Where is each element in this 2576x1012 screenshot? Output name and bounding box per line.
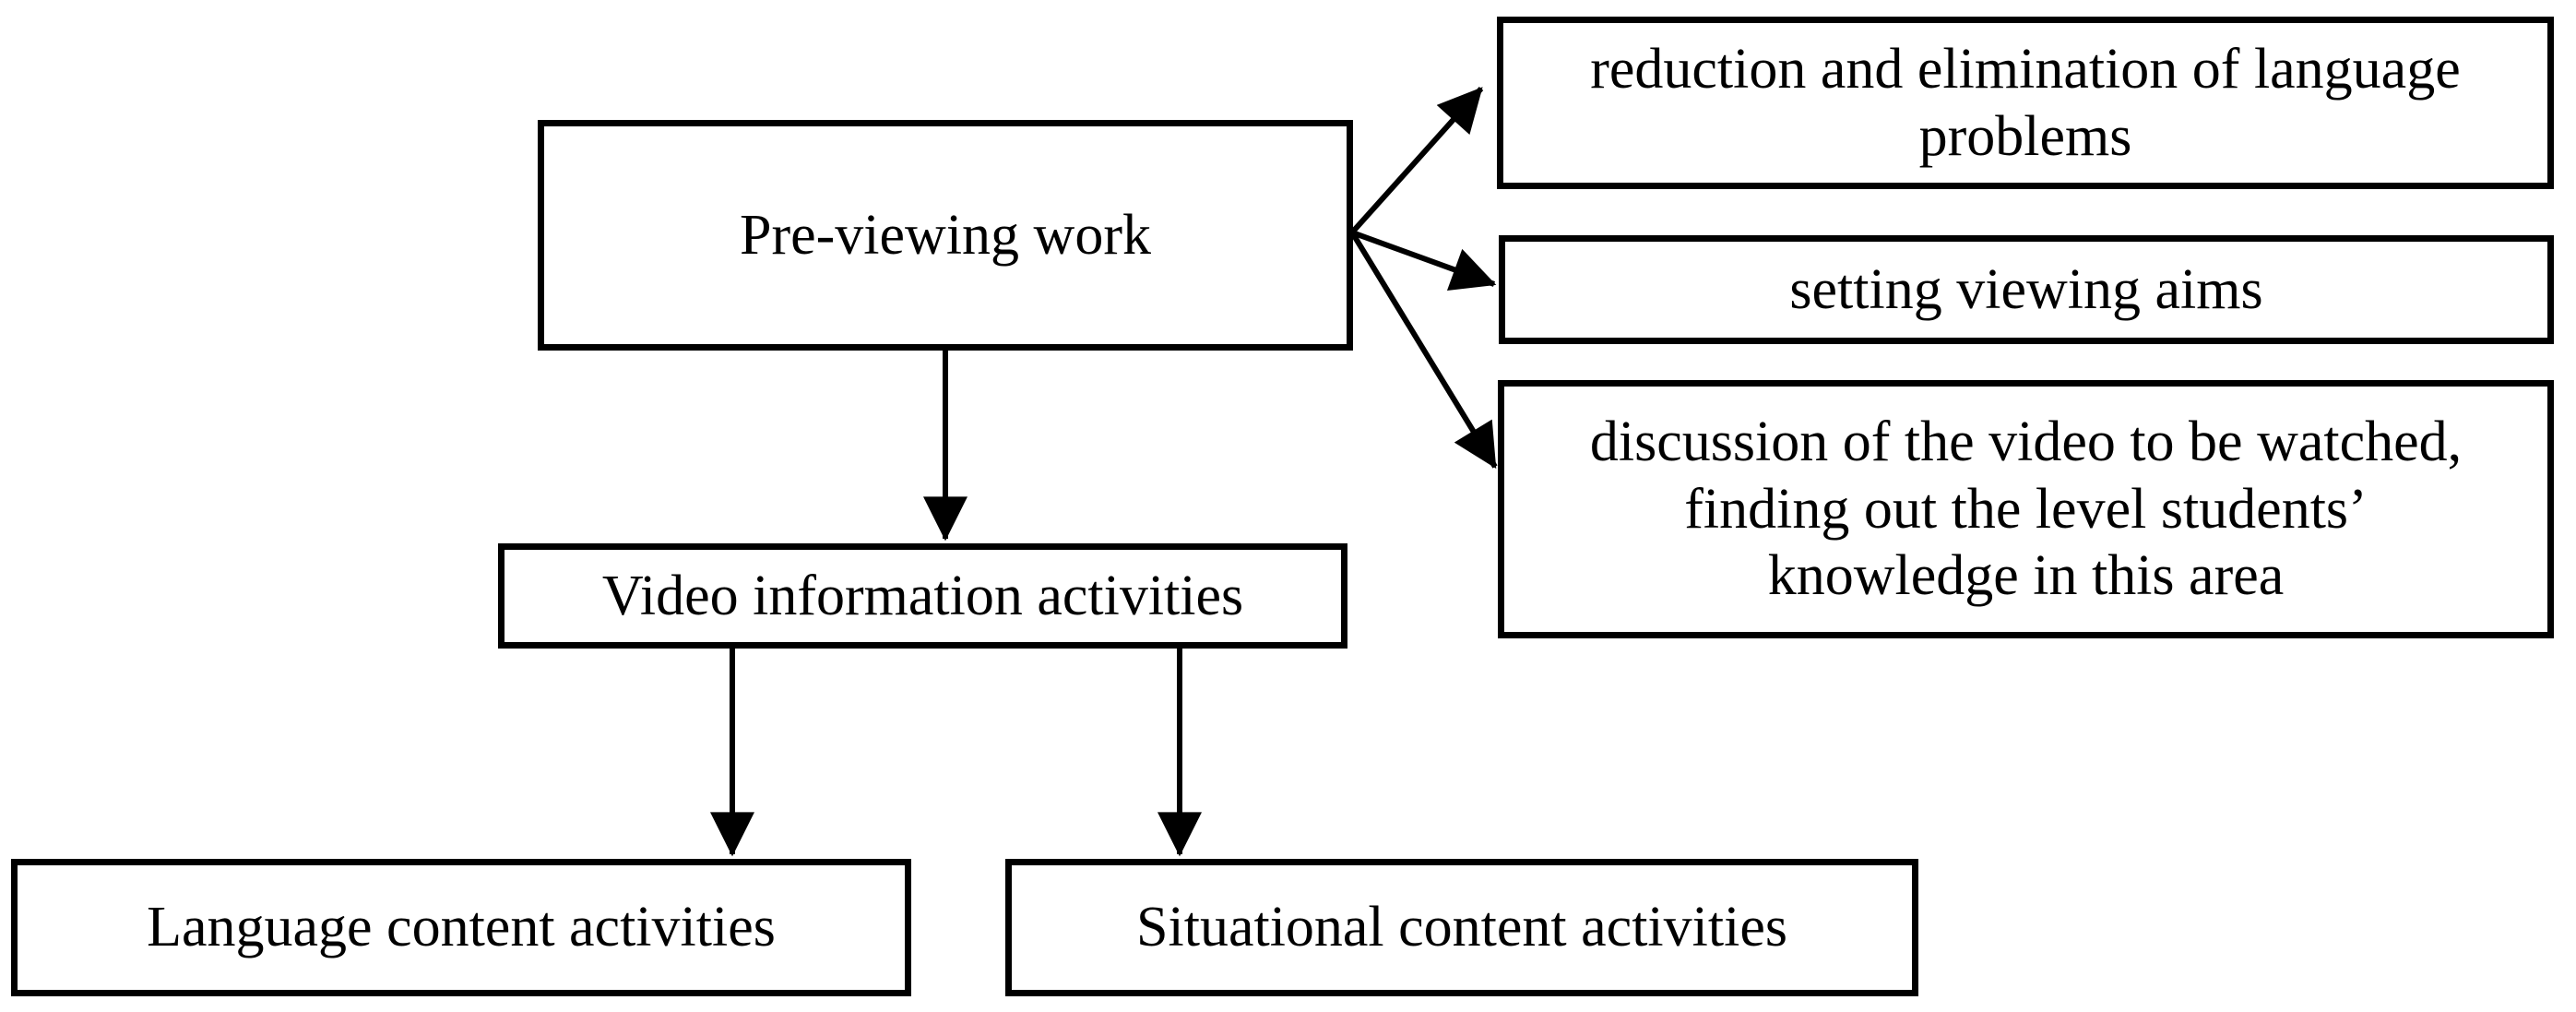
node-setting-viewing-aims-label: setting viewing aims bbox=[1789, 257, 2263, 321]
arrow-previewing-to-setting bbox=[1350, 230, 1497, 291]
arrow-previewing-to-reduction bbox=[1349, 86, 1484, 235]
node-discussion-of-video-label: discussion of the video to be watched, f… bbox=[1589, 411, 2463, 608]
node-video-information-activities: Video information activities bbox=[498, 543, 1347, 649]
node-situational-content-activities-label: Situational content activities bbox=[1136, 896, 1787, 959]
node-video-information-activities-label: Video information activities bbox=[601, 564, 1244, 627]
node-pre-viewing-work-label: Pre-viewing work bbox=[740, 203, 1151, 267]
node-situational-content-activities: Situational content activities bbox=[1005, 859, 1918, 996]
node-language-content-activities: Language content activities bbox=[11, 859, 911, 996]
node-discussion-of-video: discussion of the video to be watched, f… bbox=[1498, 380, 2554, 638]
node-reduction-elimination-label: reduction and elimination of language pr… bbox=[1590, 37, 2461, 168]
node-reduction-elimination: reduction and elimination of language pr… bbox=[1497, 17, 2554, 189]
node-setting-viewing-aims: setting viewing aims bbox=[1499, 235, 2554, 344]
node-pre-viewing-work: Pre-viewing work bbox=[538, 120, 1353, 351]
node-language-content-activities-label: Language content activities bbox=[147, 896, 776, 959]
arrow-previewing-to-discussion bbox=[1349, 231, 1498, 470]
